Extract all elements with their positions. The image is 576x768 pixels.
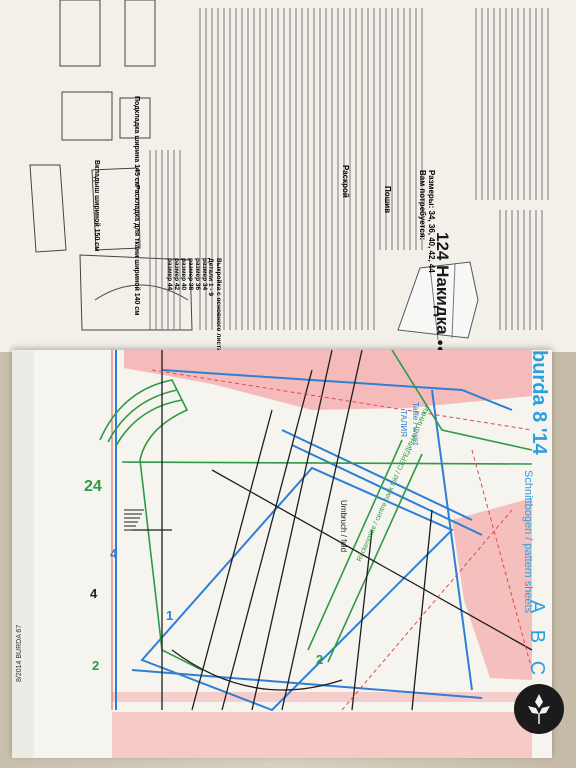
pattern-sheet-page: burda 8 '14 Schnittbogen / pattern sheet… [12,350,552,758]
pattern-number-4-black: 4 [90,586,98,601]
size-list: размер 34 размер 36 размер 38 размер 40 … [166,258,208,291]
pattern-number-4-blue: 4 [110,546,118,561]
text-page-graphics [0,0,576,352]
sizes-line: Размеры: 34, 36, 40, 42, 44 [427,170,436,273]
garment-illustration [397,261,479,341]
red-dashed-lines [151,369,533,711]
waist-label-ru: ТАЛИЯ [399,410,408,437]
pattern-number-24: 24 [84,478,102,495]
materials-heading: Вам потребуется: [418,170,427,241]
pattern-number-2-green: 2 [92,658,100,673]
text-columns [149,8,549,330]
layout-caption-1: Раскладка для ткани шириной 140 см [133,185,140,316]
hatch-marks [124,509,144,531]
sheet-title: Schnittbogen / pattern sheets [522,470,534,614]
cutting-heading: Раскрой [341,165,350,198]
pattern-number-1-blue: 1 [166,608,174,623]
magazine-text-page: 124 Накидка ●●●● Размеры: 34, 36, 40, 42… [0,0,576,388]
blue-pattern-lines [115,350,513,712]
pattern-drawing [12,350,552,758]
details-text: Детали 1 - 9 [207,258,214,296]
pattern-thumbnails [29,0,193,331]
black-pattern-lines [132,350,533,711]
fold-label: Umbruch / fold [339,500,348,553]
layout-caption-3: Вкладыш шириной 150 см [93,160,100,252]
issue-footer: 8/2014 BURDA 67 [16,624,23,682]
green-pattern-lines [99,350,533,671]
brand-logo-text: burda 8 '14 [528,350,550,455]
leaf-icon [528,694,550,724]
pink-fill-regions [112,350,532,758]
layout-caption-2: Подкладка ширина 145 см [133,96,140,187]
pattern-number-2-inner: 2 [316,652,324,667]
sewing-heading: Пошив [383,186,392,214]
watermark-logo [514,684,564,734]
